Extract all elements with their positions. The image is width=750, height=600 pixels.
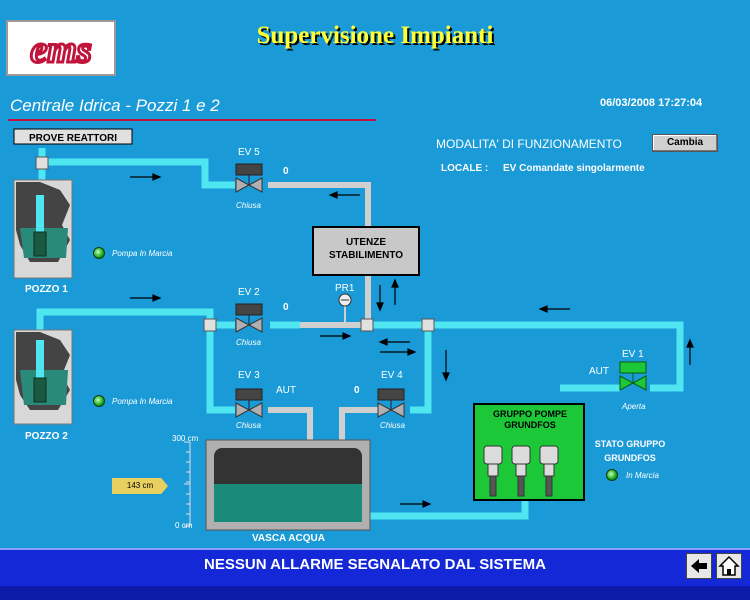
valve-ev3-graphic [235, 388, 263, 418]
valve-ev4-state: Chiusa [380, 421, 405, 430]
valve-ev1-value: AUT [589, 366, 609, 377]
prove-reattori-label: PROVE REATTORI [29, 133, 117, 144]
locale-label: LOCALE : [441, 163, 489, 174]
well-2-status: Pompa In Marcia [112, 397, 173, 406]
flow-arrows [130, 173, 694, 508]
alarm-message: NESSUN ALLARME SEGNALATO DAL SISTEMA [204, 556, 546, 573]
well-2-label: POZZO 2 [25, 431, 68, 442]
pr1-label: PR1 [335, 283, 355, 294]
utenze-box [312, 226, 420, 276]
tank-level-scale [184, 441, 191, 527]
back-arrow-icon [691, 559, 707, 573]
valve-ev3-state: Chiusa [236, 421, 261, 430]
valve-ev1-label: EV 1 [622, 349, 644, 360]
valve-ev5-value: 0 [283, 166, 289, 177]
home-button[interactable] [716, 553, 742, 579]
valve-ev2-value: 0 [283, 302, 289, 313]
pumps-group-label: GRUPPO POMPE GRUNDFOS [492, 409, 567, 430]
tank-level-indicator: 143 cm [112, 478, 168, 494]
pumps-status-title: STATO GRUPPO GRUNDFOS [594, 439, 666, 463]
valve-ev5-state: Chiusa [236, 201, 261, 210]
grey-pipes [268, 182, 378, 440]
valve-ev5-graphic [235, 163, 263, 193]
valve-ev5[interactable] [232, 160, 266, 196]
header-bar [0, 0, 750, 90]
valve-ev3-value: AUT [276, 385, 296, 396]
valve-ev2-graphic [235, 303, 263, 333]
mode-label: MODALITA' DI FUNZIONAMENTO [436, 137, 622, 151]
change-mode-button[interactable]: Cambia [652, 134, 718, 152]
page-title: Supervisione Impianti [256, 22, 494, 49]
well-2-graphic [13, 329, 73, 425]
valve-ev4-value: 0 [354, 385, 360, 396]
valve-ev3-label: EV 3 [238, 370, 260, 381]
pumps-status: In Marcia [626, 471, 659, 480]
tank-label: VASCA ACQUA [252, 533, 325, 544]
valve-ev4[interactable] [374, 385, 408, 421]
tank-scale-max: 300 cm [172, 434, 199, 443]
subtitle-underline [8, 119, 376, 121]
valve-ev2[interactable] [232, 300, 266, 336]
prove-reattori-box [13, 128, 133, 145]
valve-ev1[interactable] [616, 358, 650, 394]
valve-ev1-state: Aperta [622, 402, 646, 411]
utenze-label: UTENZE STABILIMENTO [328, 237, 404, 261]
locale-value: EV Comandate singolarmente [503, 163, 645, 174]
well-1-label: POZZO 1 [25, 284, 68, 295]
water-tank [205, 439, 371, 531]
company-logo: ems [6, 20, 116, 76]
well-1-status: Pompa In Marcia [112, 249, 173, 258]
valve-ev2-label: EV 2 [238, 287, 260, 298]
valve-ev3[interactable] [232, 385, 266, 421]
pumps-status-led [606, 469, 618, 481]
well-1-graphic [13, 179, 73, 279]
home-icon [718, 555, 740, 576]
back-button[interactable] [686, 553, 712, 579]
valve-ev2-state: Chiusa [236, 338, 261, 347]
process-diagram: PROVE REATTORI [13, 128, 694, 531]
pr1-gauge [338, 293, 352, 325]
datetime-display: 06/03/2008 17:27:04 [600, 97, 703, 109]
grundfos-pumps-group [473, 403, 585, 501]
valve-ev4-graphic [377, 388, 405, 418]
svg-text:ems: ems [30, 29, 91, 71]
bottom-strip [0, 586, 750, 600]
valve-ev4-label: EV 4 [381, 370, 403, 381]
plant-subtitle: Centrale Idrica - Pozzi 1 e 2 [10, 96, 220, 115]
alarm-status-bar [0, 548, 750, 586]
tank-scale-min: 0 cm [175, 521, 193, 530]
well-2-status-led [93, 395, 105, 407]
valve-ev5-label: EV 5 [238, 147, 260, 158]
valve-ev1-graphic [619, 361, 647, 391]
well-1-status-led [93, 247, 105, 259]
